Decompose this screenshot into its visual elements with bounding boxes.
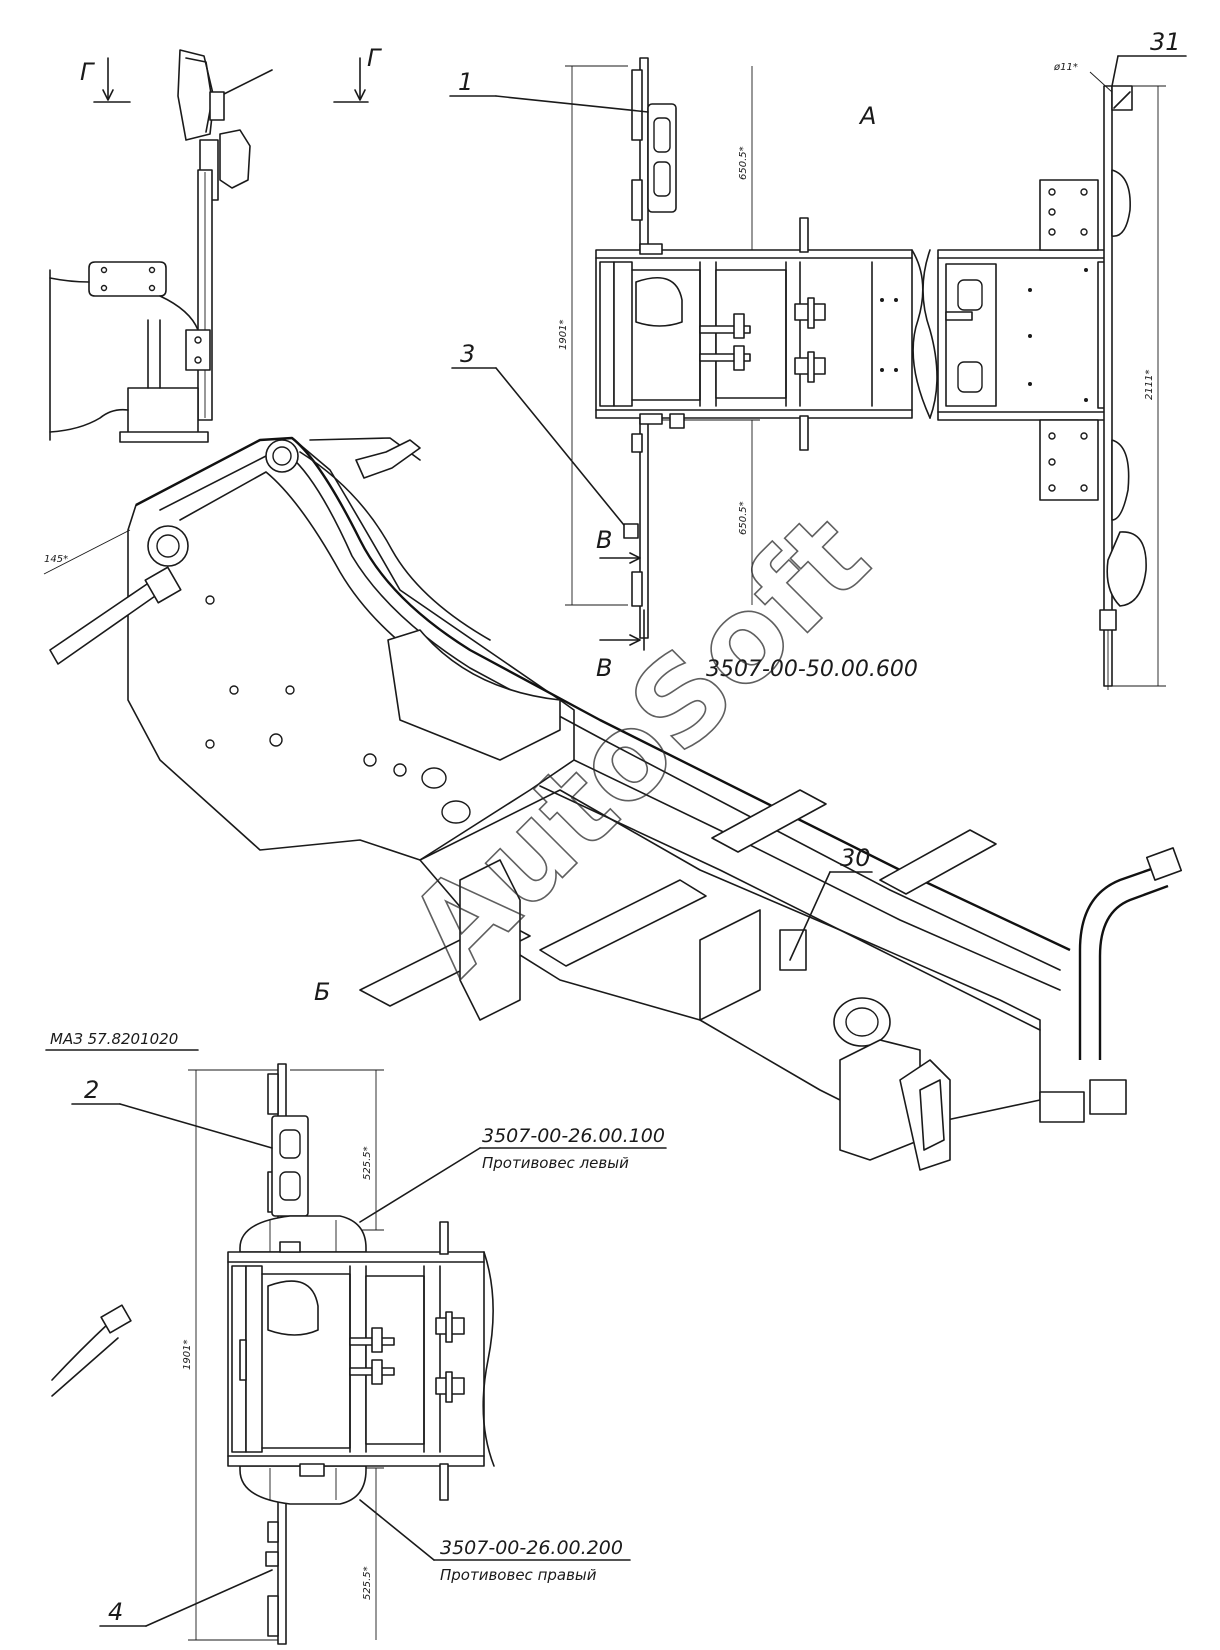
callout-30: 30 (840, 844, 871, 872)
view-a-frame-left: А 1901* 650.5* 650.5* 1 (449, 57, 931, 682)
dim-diameter: ø11* (1053, 62, 1078, 73)
view-b-frame: Б МАЗ 57.8201020 1901* 525.5* 525.5* 2 (45, 978, 667, 1645)
cw-right-code: 3507-00-26.00.200 (440, 1537, 623, 1559)
dim-top-upper: 650.5* (738, 146, 749, 180)
section-g-label-left: Г (80, 58, 95, 86)
cw-left-code: 3507-00-26.00.100 (482, 1125, 665, 1147)
dim-top-overall: 1901* (558, 320, 569, 350)
dim-top-lower: 650.5* (738, 501, 749, 535)
callout-4: 4 (108, 1598, 123, 1626)
dim-bottom-overall: 1901* (182, 1340, 193, 1370)
callout-31: 31 (1150, 28, 1181, 56)
lamp-code: МАЗ 57.8201020 (50, 1030, 178, 1048)
view-a-frame-right: 2111* 31 ø11* (922, 28, 1187, 690)
dim-left-partial: 145* (44, 554, 68, 565)
view-b-label: Б (314, 978, 330, 1006)
callout-2: 2 (84, 1076, 99, 1104)
section-v-label-bottom: В (596, 654, 612, 682)
section-g-label-right: Г (367, 44, 382, 72)
section-g-view: Г Г (49, 44, 382, 443)
callout-1: 1 (458, 68, 473, 96)
cw-left-name: Противовес левый (482, 1154, 629, 1172)
dim-bottom-lower: 525.5* (362, 1566, 373, 1600)
isometric-frame: 145* 30 (43, 436, 1183, 1171)
callout-3: 3 (460, 340, 475, 368)
view-a-label: А (858, 102, 876, 130)
dim-bottom-upper: 525.5* (362, 1146, 373, 1180)
dim-right-overall: 2111* (1144, 370, 1155, 400)
section-v-label-top: В (596, 526, 612, 554)
cw-right-name: Противовес правый (440, 1566, 597, 1584)
frame-assembly-code: 3507-00-50.00.600 (706, 657, 918, 682)
